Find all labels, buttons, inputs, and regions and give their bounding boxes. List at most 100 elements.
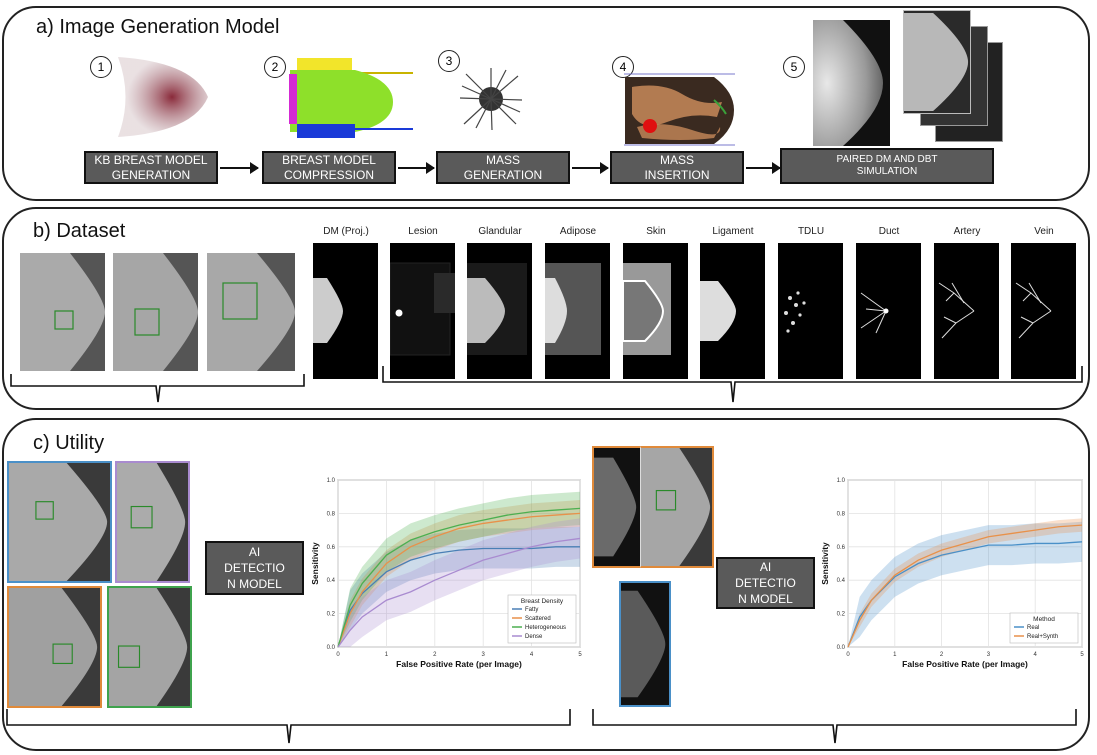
legend-entry: Heterogeneous [525,625,566,631]
kb-breast-model-image [118,57,208,137]
tile-label-duct: Duct [878,226,900,237]
y-axis-label: Sensitivity [820,542,830,585]
tile-image-glandular [467,243,532,379]
panel-b-title: b) Dataset [33,220,126,242]
band-fatty [338,526,580,647]
x-tick-label: 0 [336,652,340,658]
y-axis-label: Sensitivity [310,542,320,585]
dataset-mammo-3 [207,253,295,371]
tile-label-dm-proj: DM (Proj.) [323,226,369,237]
step-4-number: 4 [612,56,634,78]
x-tick-label: 5 [1080,652,1084,658]
step-3-box: MASS GENERATION [436,151,570,184]
y-tick-label: 0.2 [327,612,336,618]
tile-label-artery: Artery [953,226,981,237]
y-tick-label: 0.2 [837,612,846,618]
dbt-slice-1 [903,10,971,114]
x-tick-label: 5 [578,652,582,658]
dm-simulation-image [813,20,890,146]
x-tick-label: 0 [846,652,850,658]
ai-detection-model-box-left: AI DETECTIO N MODEL [205,541,304,595]
arrow-4 [746,162,781,174]
tile-image-lesion [390,243,455,379]
x-tick-label: 3 [482,652,486,658]
y-tick-label: 0.4 [837,578,846,584]
step-1-number: 1 [90,56,112,78]
y-tick-label: 0.0 [327,645,336,651]
y-tick-label: 0.0 [837,645,846,651]
dataset-mammo-1 [20,253,105,371]
tile-label-ligament: Ligament [712,226,754,237]
tile-label-tdlu: TDLU [797,226,825,237]
legend-box [507,594,577,644]
y-tick-label: 0.8 [327,511,336,517]
tile-image-vein [1011,243,1076,379]
panel-c-title: c) Utility [33,432,105,454]
tile-image-duct [856,243,921,379]
legend-entry: Dense [525,634,543,640]
breast-compression-image [289,58,413,138]
dataset-brace-right [382,366,1083,403]
legend-entry: Real+Synth [1027,634,1058,640]
y-tick-label: 0.8 [837,511,846,517]
legend-entry: Scattered [525,616,551,622]
x-tick-label: 3 [987,652,991,658]
y-tick-label: 1.0 [837,478,846,484]
step-1-box: KB BREAST MODEL GENERATION [84,151,218,184]
tile-image-ligament [700,243,765,379]
x-tick-label: 2 [940,652,944,658]
arrow-3 [572,162,609,174]
series-line-heterogeneous [337,507,581,648]
series-line-dense [337,537,581,648]
y-tick-label: 0.6 [837,545,846,551]
utility-pair-dbt [592,446,640,568]
mass-insertion-image [624,73,735,146]
y-tick-label: 1.0 [327,478,336,484]
legend-entry: Fatty [525,607,538,613]
x-tick-label: 2 [433,652,437,658]
mass-generation-image [459,68,523,131]
utility-mammo-orange [7,586,102,708]
series-line-scattered [337,512,581,648]
utility-mammo-purple [115,461,190,583]
x-tick-label: 4 [530,652,534,658]
x-tick-label: 4 [1034,652,1038,658]
dataset-brace-left [10,374,305,403]
x-tick-label: 1 [385,652,389,658]
x-axis-label: False Positive Rate (per Image) [396,659,522,669]
band-heterogeneous [338,491,580,647]
y-tick-label: 0.4 [327,578,336,584]
tile-label-lesion: Lesion [408,226,438,237]
panel-a-title: a) Image Generation Model [36,16,280,38]
tile-image-skin [623,243,688,379]
step-2-number: 2 [264,56,286,78]
arrow-2 [398,162,435,174]
step-5-number: 5 [783,56,805,78]
band-real [848,521,1082,647]
tile-image-adipose [545,243,610,379]
y-tick-label: 0.6 [327,545,336,551]
legend-entry: Real [1027,625,1039,631]
tile-image-artery [934,243,999,379]
utility-pair-dm [640,446,714,568]
legend-title: Method [1033,616,1055,623]
tile-label-glandular: Glandular [478,226,522,237]
step-5-box: PAIRED DM AND DBT SIMULATION [780,148,994,184]
utility-brace-left [6,709,571,744]
legend-title: Breast Density [521,598,564,605]
legend-box [1009,612,1079,644]
tile-label-skin: Skin [646,226,666,237]
utility-brace-right [592,709,1077,744]
tile-image-tdlu [778,243,843,379]
step-4-box: MASS INSERTION [610,151,744,184]
utility-real-dbt [619,581,671,707]
x-tick-label: 1 [893,652,897,658]
tile-label-adipose: Adipose [559,226,597,237]
x-axis-label: False Positive Rate (per Image) [902,659,1028,669]
tile-label-vein: Vein [1034,226,1054,237]
step-2-box: BREAST MODEL COMPRESSION [262,151,396,184]
arrow-1 [220,162,259,174]
dataset-mammo-2 [113,253,198,371]
